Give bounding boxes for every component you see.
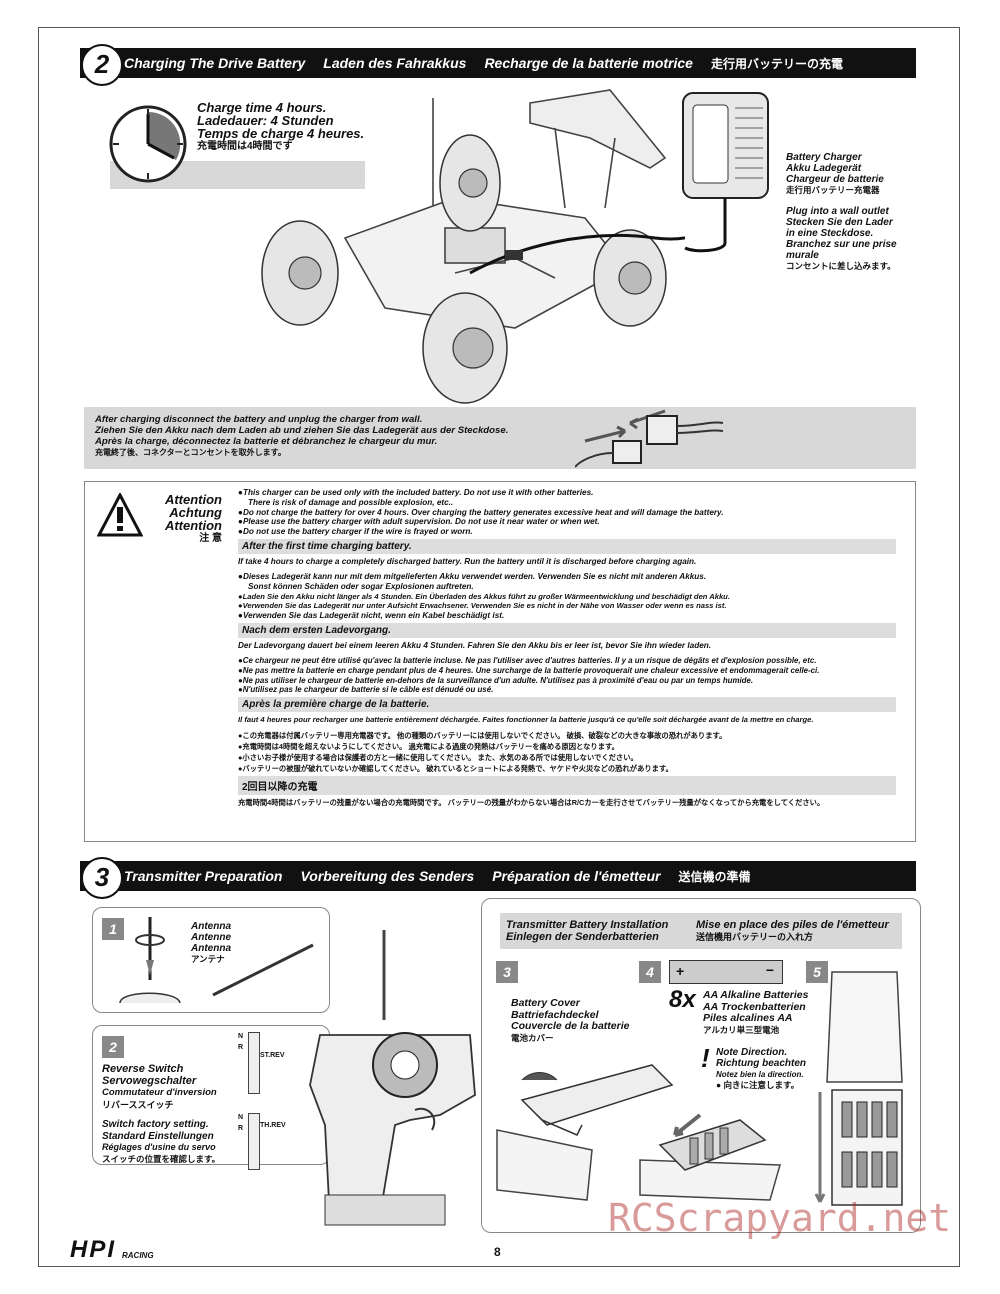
page-frame	[38, 27, 960, 1267]
aa-battery-labels: AA Alkaline Batteries AA Trockenbatterie…	[703, 989, 809, 1035]
attention-en-head: After the first time charging battery.	[238, 538, 896, 554]
battery-install-title-right: Mise en place des piles de l'émetteur 送信…	[696, 919, 889, 942]
aa-battery-icon: + −	[669, 960, 783, 984]
section-title-de: Laden des Fahrakkus	[323, 55, 467, 71]
attention-de-head: Nach dem ersten Ladevorgang.	[238, 622, 896, 638]
hpi-logo-sub: RACING	[122, 1251, 154, 1260]
reverse-switch-labels: Reverse Switch Servowegschalter Commutat…	[102, 1063, 217, 1110]
section-title-de: Vorbereitung des Senders	[300, 868, 475, 884]
attention-en-body: If take 4 hours to charge a completely d…	[238, 556, 697, 566]
step2-reverse-box	[92, 1025, 330, 1165]
section-3-header: Transmitter Preparation Vorbereitung des…	[80, 861, 916, 891]
step2-badge: 2	[102, 1036, 124, 1058]
attention-content: ●This charger can be used only with the …	[238, 488, 896, 811]
section-title-en: Charging The Drive Battery	[124, 55, 306, 71]
antenna-labels: Antenna Antenne Antenna アンテナ	[191, 921, 231, 964]
section-title-fr: Préparation de l'émetteur	[492, 868, 661, 884]
attention-jp-head: 2回目以降の充電	[238, 776, 896, 796]
st-rev-switch[interactable]: N R	[238, 1033, 244, 1051]
after-charging-text: After charging disconnect the battery an…	[95, 414, 509, 457]
battery-install-band	[500, 913, 902, 949]
attention-en: ●This charger can be used only with the …	[238, 488, 724, 537]
watermark: RCScrapyard.net	[608, 1196, 952, 1240]
attention-labels: Attention Achtung Attention 注 意	[164, 492, 222, 544]
step4-badge: 4	[639, 961, 661, 983]
section-2-header: Charging The Drive Battery Laden des Fah…	[80, 48, 916, 78]
attention-jp: ●この充電器は付属バッテリー専用充電器です。 他の種類のバッテリーには使用しない…	[238, 731, 727, 774]
factory-setting-labels: Switch factory setting. Standard Einstel…	[102, 1119, 221, 1164]
after-charging-band	[84, 407, 916, 469]
antenna-illustration	[119, 917, 314, 1004]
page-number: 8	[494, 1245, 501, 1259]
section-3-number: 3	[81, 857, 123, 899]
th-rev-label: TH.REV	[260, 1122, 286, 1129]
hpi-logo: HPI	[70, 1236, 117, 1263]
th-rev-slider	[248, 1113, 260, 1170]
battery-insert-illustration	[639, 1113, 781, 1201]
charger-illustration	[682, 92, 769, 253]
step5-badge: 5	[806, 961, 828, 983]
charge-time-text: Charge time 4 hours. Ladedauer: 4 Stunde…	[197, 100, 365, 152]
st-rev-slider	[248, 1032, 260, 1094]
transmitter-illustration	[309, 930, 476, 1226]
section-title-jp: 走行用バッテリーの充電	[710, 56, 843, 71]
st-rev-label: ST.REV	[260, 1052, 285, 1059]
note-direction-labels: Note Direction. Richtung beachten Notez …	[716, 1047, 807, 1090]
attention-de: ●Dieses Ladegerät kann nur mit dem mitge…	[238, 571, 730, 621]
connector-illustration	[575, 409, 724, 468]
th-rev-switch[interactable]: N R	[238, 1114, 244, 1132]
clock-icon	[109, 105, 187, 183]
battery-cover-illustration	[496, 1064, 674, 1201]
section-2-number: 2	[81, 44, 123, 86]
buggy-illustration	[261, 89, 685, 404]
attention-fr-head: Après la première charge de la batterie.	[238, 697, 896, 713]
step1-badge: 1	[102, 918, 124, 940]
plug-label: Plug into a wall outlet Stecken Sie den …	[786, 206, 897, 271]
battery-compartment-illustration	[814, 971, 903, 1206]
section-title-fr: Recharge de la batterie motrice	[484, 55, 693, 71]
charger-label: Battery Charger Akku Ladegerät Chargeur …	[786, 152, 884, 195]
exclamation-icon: !	[701, 1043, 710, 1073]
attention-fr-body: Il faut 4 heures pour recharger une batt…	[238, 715, 814, 725]
battery-cover-labels: Battery Cover Battriefachdeckel Couvercl…	[511, 997, 630, 1043]
attention-de-body: Der Ladevorgang dauert bei einem leeren …	[238, 640, 712, 650]
section-title-jp: 送信機の準備	[678, 869, 751, 884]
battery-count: 8x	[669, 986, 696, 1013]
section-title-en: Transmitter Preparation	[124, 868, 283, 884]
attention-fr: ●Ce chargeur ne peut être utilisé qu'ave…	[238, 655, 820, 695]
step3-badge: 3	[496, 961, 518, 983]
battery-install-title-left: Transmitter Battery Installation Einlege…	[506, 919, 669, 943]
attention-jp-body: 充電時間4時間はバッテリーの残量がない場合の充電時間です。 バッテリーの残量がわ…	[238, 798, 825, 808]
warning-icon	[97, 493, 143, 537]
